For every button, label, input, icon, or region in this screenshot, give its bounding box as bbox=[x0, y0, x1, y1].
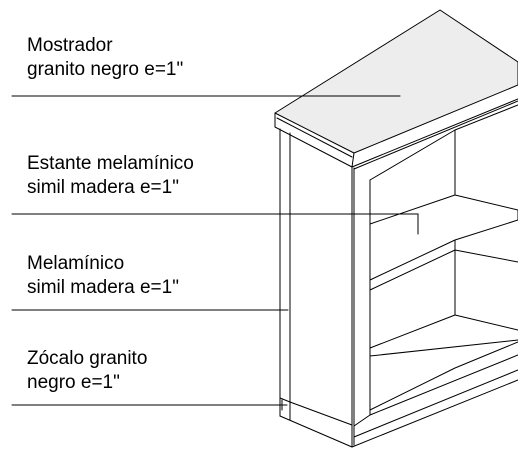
label-estante-line2: simil madera e=1" bbox=[27, 177, 179, 198]
bottom-shelf-front bbox=[370, 315, 518, 348]
middle-shelf-top bbox=[370, 195, 518, 224]
back-panel-top-edge bbox=[455, 105, 518, 130]
label-melaminico: Melamínico simil madera e=1" bbox=[27, 252, 179, 300]
plinth-front-bottom bbox=[352, 380, 518, 447]
label-zocalo: Zócalo granito negro e=1" bbox=[27, 347, 147, 395]
bottom-shelf-top bbox=[370, 250, 518, 290]
label-mostrador: Mostrador granito negro e=1" bbox=[27, 34, 183, 82]
middle-shelf-front bbox=[370, 220, 518, 280]
label-zocalo-line2: negro e=1" bbox=[27, 372, 120, 393]
plinth-front-mid bbox=[354, 370, 518, 437]
plinth-top-edge bbox=[280, 398, 290, 402]
label-estante-line1: Estante melamínico bbox=[27, 153, 194, 174]
plinth-side-bottom bbox=[280, 416, 352, 447]
label-mostrador-line2: granito negro e=1" bbox=[27, 59, 184, 80]
plinth-side-top bbox=[290, 402, 352, 425]
label-melaminico-line2: simil madera e=1" bbox=[27, 277, 179, 298]
countertop-top-edge-inner bbox=[277, 118, 352, 157]
label-estante: Estante melamínico simil madera e=1" bbox=[27, 152, 194, 200]
label-melaminico-line1: Melamínico bbox=[27, 253, 125, 274]
label-zocalo-line1: Zócalo granito bbox=[27, 348, 148, 369]
plinth-front-top bbox=[354, 355, 518, 426]
front-frame-top-rail-inner bbox=[370, 130, 455, 180]
label-mostrador-line1: Mostrador bbox=[27, 35, 113, 56]
countertop-top-face bbox=[275, 10, 518, 153]
plinth-inner-top bbox=[370, 342, 518, 410]
bottom-shelf-front-2 bbox=[370, 340, 518, 356]
countertop-front-corner bbox=[352, 153, 354, 167]
front-frame-top-rail bbox=[354, 101, 518, 169]
countertop-front-edge bbox=[275, 99, 518, 167]
